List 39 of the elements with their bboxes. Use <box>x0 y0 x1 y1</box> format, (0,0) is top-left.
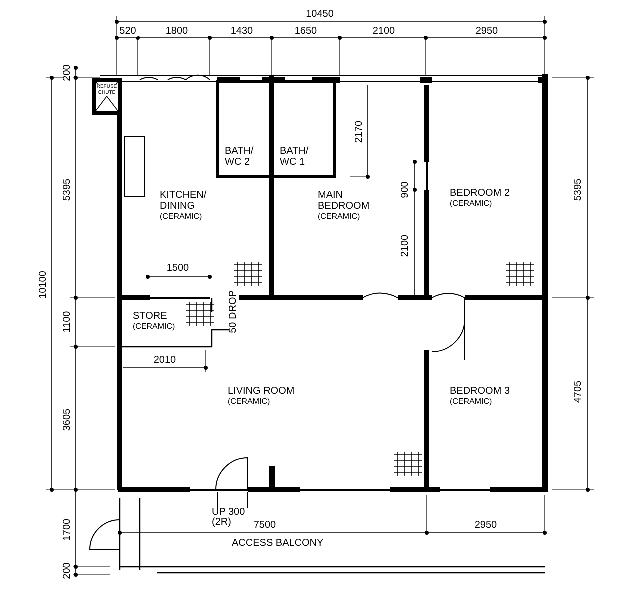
floor-finish: (CERAMIC) <box>160 212 204 222</box>
room-name: BEDROOM 2 <box>450 188 512 199</box>
room-name: BEDROOM 3 <box>450 386 512 397</box>
floor-finish: (CERAMIC) <box>133 322 176 332</box>
floor-finish: (CERAMIC) <box>318 212 362 222</box>
dimension-label: 2950 <box>474 27 500 37</box>
dimension-label: 7500 <box>252 521 278 531</box>
dimension-label: 2170 <box>355 120 365 144</box>
floor-finish: (CERAMIC) <box>228 397 272 407</box>
dimension-label: 2950 <box>474 521 498 531</box>
dimension-label: 200 <box>63 64 73 82</box>
dimension-label: 10450 <box>305 10 335 20</box>
dimension-label: 1430 <box>230 27 254 37</box>
room-name: KITCHEN/ DINING <box>160 190 208 212</box>
dimension-label: 1650 <box>294 27 318 37</box>
dimension-label: 1100 <box>63 310 73 334</box>
dimension-label: 50 DROP <box>229 290 239 334</box>
room-name: STORE <box>133 311 168 322</box>
dimension-label: 2010 <box>152 356 178 366</box>
room-name: LIVING ROOM <box>228 386 296 397</box>
room-name: ACCESS BALCONY <box>232 538 325 549</box>
dimension-label: 1800 <box>164 27 190 37</box>
dimension-label: 2100 <box>401 234 411 258</box>
dimension-label: 520 <box>118 27 138 37</box>
floor-finish: (CERAMIC) <box>450 199 494 209</box>
dimension-label: 3605 <box>63 408 73 432</box>
room-name: BATH/ WC 1 <box>280 146 310 168</box>
dimension-label: 900 <box>401 180 411 200</box>
floor-finish: (CERAMIC) <box>450 397 494 407</box>
room-name: BATH/ WC 2 <box>225 146 255 168</box>
dimension-label: 200 <box>63 562 73 580</box>
dimension-label: 5395 <box>63 178 73 202</box>
dimension-label: 2100 <box>372 27 396 37</box>
dimension-label: 1500 <box>166 264 190 274</box>
dimension-label: 1700 <box>63 518 73 542</box>
room-name: MAIN BEDROOM <box>318 190 371 212</box>
dimension-label: 10100 <box>39 270 49 300</box>
dimension-label: 5395 <box>574 178 584 202</box>
dimension-label: 4705 <box>574 380 584 404</box>
